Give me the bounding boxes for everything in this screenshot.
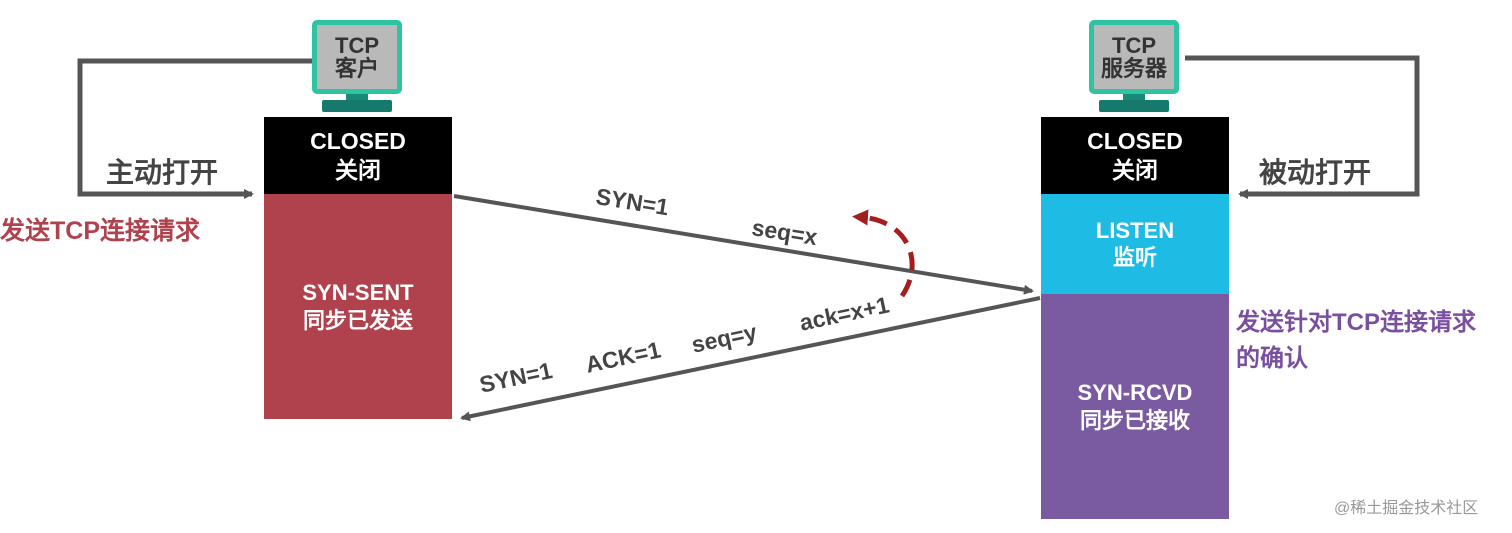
client-monitor-neck [346, 94, 368, 102]
client-monitor-line2: 客户 [334, 56, 379, 81]
client-request-label: 发送TCP连接请求 [0, 217, 201, 245]
watermark: @稀土掘金技术社区 [1334, 500, 1479, 517]
server-listen-state: LISTEN 监听 [1041, 194, 1229, 294]
dashed-curve-arrow [852, 209, 915, 298]
client-syn-sent-en: SYN-SENT [302, 280, 414, 305]
server-syn-rcvd-en: SYN-RCVD [1077, 380, 1193, 405]
server-listen-en: LISTEN [1095, 217, 1175, 243]
server-closed-zh: 关闭 [1112, 156, 1158, 183]
server-monitor-icon: TCP 服务器 [1089, 20, 1179, 94]
server-listen-zh: 监听 [1112, 245, 1157, 270]
server-syn-rcvd-zh: 同步已接收 [1079, 407, 1190, 433]
server-closed-state: CLOSED 关闭 [1041, 117, 1229, 194]
server-open-label: 被动打开 [1259, 157, 1372, 188]
server-ack-label-line1: 发送针对TCP连接请求 [1236, 309, 1476, 336]
server-monitor-base [1099, 100, 1169, 112]
server-monitor-line2: 服务器 [1100, 56, 1167, 81]
client-closed-en: CLOSED [310, 127, 406, 154]
client-open-label: 主动打开 [106, 157, 219, 188]
server-monitor-neck [1123, 94, 1145, 102]
syn-request-arrow [453, 194, 1034, 295]
server-ack-label-line2: 的确认 [1236, 345, 1308, 372]
server-closed-en: CLOSED [1087, 127, 1183, 154]
server-monitor-line1: TCP [1112, 32, 1156, 58]
client-monitor-base [322, 100, 392, 112]
client-syn-sent-zh: 同步已发送 [302, 307, 413, 333]
server-open-loop [1185, 55, 1420, 199]
client-closed-state: CLOSED 关闭 [264, 117, 452, 194]
client-syn-sent-state: SYN-SENT 同步已发送 [264, 194, 452, 419]
server-syn-rcvd-state: SYN-RCVD 同步已接收 [1041, 294, 1229, 519]
client-monitor-icon: TCP 客户 [312, 20, 402, 94]
client-open-loop [77, 58, 312, 199]
client-closed-zh: 关闭 [335, 156, 381, 183]
client-monitor-line1: TCP [335, 32, 379, 58]
syn-ack-arrow [460, 296, 1041, 422]
